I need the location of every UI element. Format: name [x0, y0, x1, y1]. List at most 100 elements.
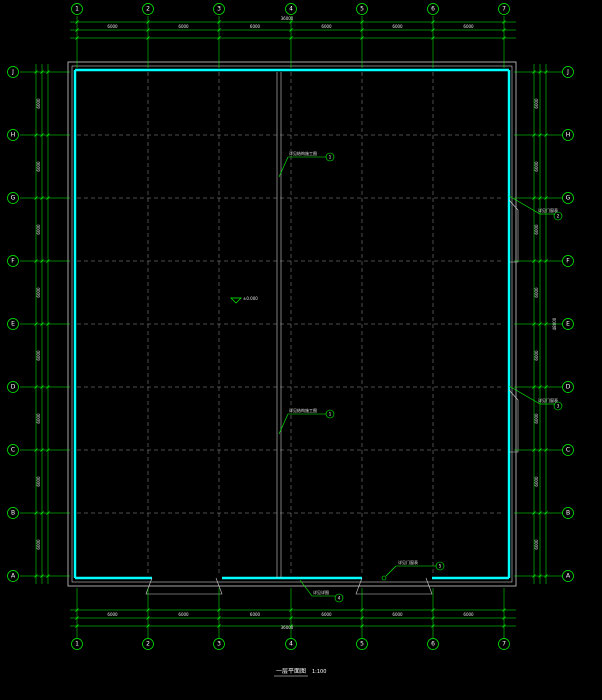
dimension-tick: [532, 574, 536, 578]
bay-dimension-top: 6000: [463, 24, 474, 29]
right-side-openings: [508, 199, 519, 453]
dimension-tick: [532, 70, 536, 74]
dimension-tick: [217, 20, 221, 24]
dimension-tick: [289, 20, 293, 24]
span-dimension-left: 6000: [36, 98, 41, 109]
dimension-tick: [502, 624, 506, 628]
annotation-note-right-lower: 详见门窗表 3: [508, 385, 563, 411]
svg-text:5: 5: [439, 564, 442, 569]
dimension-tick: [34, 574, 38, 578]
axis-bubble-bottom-5: 5: [356, 638, 368, 650]
level-mark-text: ±0.000: [243, 296, 258, 301]
note-top-text: 详见结构施工图: [289, 150, 317, 156]
grid-lines: [77, 72, 504, 576]
dimension-tick: [502, 28, 506, 32]
dimension-tick: [289, 608, 293, 612]
dimension-tick: [46, 574, 50, 578]
dimension-tick: [538, 448, 542, 452]
dimension-tick: [34, 259, 38, 263]
dimension-tick: [538, 322, 542, 326]
svg-text:2: 2: [557, 214, 560, 219]
dimension-tick: [532, 511, 536, 515]
dimension-tick: [46, 322, 50, 326]
dimension-tick: [544, 70, 548, 74]
span-dimension-left: 6000: [36, 476, 41, 487]
note-right-upper-text: 详见门窗表: [538, 207, 558, 213]
dimension-tick: [502, 36, 506, 40]
axis-bubble-left-H: H: [7, 129, 19, 141]
dimension-tick: [40, 196, 44, 200]
dimension-tick: [431, 624, 435, 628]
dimension-tick: [40, 322, 44, 326]
svg-text:E: E: [11, 321, 15, 328]
dimension-tick: [217, 624, 221, 628]
svg-text:1: 1: [75, 6, 79, 13]
dimension-tick: [146, 624, 150, 628]
svg-text:D: D: [11, 384, 16, 391]
bay-dimension-bottom: 6000: [250, 612, 261, 617]
axis-bubble-top-7: 7: [498, 3, 510, 15]
axis-bubble-right-C: C: [562, 444, 574, 456]
bay-dimension-top: 6000: [107, 24, 118, 29]
dimension-tick: [532, 385, 536, 389]
dimension-tick: [146, 616, 150, 620]
svg-text:1: 1: [329, 412, 332, 417]
dimension-tick: [34, 70, 38, 74]
dimension-tick: [40, 133, 44, 137]
svg-text:F: F: [11, 258, 15, 265]
overall-dimension-side: 48000: [552, 317, 557, 330]
svg-text:2: 2: [146, 641, 150, 648]
bay-dimension-bottom: 6000: [463, 612, 474, 617]
svg-text:F: F: [566, 258, 570, 265]
dimension-tick: [146, 20, 150, 24]
dimension-tick: [532, 448, 536, 452]
axis-bubble-left-F: F: [7, 255, 19, 267]
drawing-title-text: 一层平面图: [276, 668, 306, 675]
drawing-scale-text: 1:100: [312, 669, 326, 675]
axis-bubble-left-B: B: [7, 507, 19, 519]
dimension-tick: [34, 385, 38, 389]
axis-bubble-top-3: 3: [213, 3, 225, 15]
dimension-tick: [431, 20, 435, 24]
dimension-tick: [532, 133, 536, 137]
dimension-tick: [360, 616, 364, 620]
exterior-walls: [73, 68, 511, 580]
dimension-tick: [544, 574, 548, 578]
svg-text:3: 3: [217, 641, 221, 648]
span-dimension-left: 6000: [36, 224, 41, 235]
dimension-tick: [146, 608, 150, 612]
dimension-tick: [46, 196, 50, 200]
axis-lines: [20, 16, 564, 638]
dimension-tick: [34, 322, 38, 326]
axis-bubble-top-2: 2: [142, 3, 154, 15]
dimension-tick: [289, 616, 293, 620]
dimension-tick: [544, 196, 548, 200]
svg-text:5: 5: [360, 641, 364, 648]
axis-bubble-left-A: A: [7, 570, 19, 582]
dimension-tick: [544, 259, 548, 263]
bay-dimension-top: 6000: [178, 24, 189, 29]
svg-text:4: 4: [338, 596, 341, 601]
overall-dimension-bottom: 36000: [281, 625, 294, 630]
dimension-tick: [46, 385, 50, 389]
svg-text:7: 7: [502, 641, 506, 648]
axis-bubble-left-G: G: [7, 192, 19, 204]
svg-text:J: J: [566, 69, 569, 76]
dimension-tick: [46, 133, 50, 137]
dimension-tick: [360, 36, 364, 40]
dimension-tick: [40, 448, 44, 452]
dimension-tick: [544, 511, 548, 515]
svg-text:B: B: [566, 510, 570, 517]
svg-text:A: A: [566, 573, 571, 580]
drawing-title: 一层平面图 1:100: [274, 668, 326, 677]
svg-text:C: C: [566, 447, 570, 454]
dimension-tick: [217, 608, 221, 612]
axis-bubble-bottom-7: 7: [498, 638, 510, 650]
dimension-tick: [146, 36, 150, 40]
dimension-tick: [538, 574, 542, 578]
svg-text:7: 7: [502, 6, 506, 13]
axis-bubble-left-C: C: [7, 444, 19, 456]
axis-bubble-left-J: J: [7, 66, 19, 78]
dimension-tick: [544, 322, 548, 326]
